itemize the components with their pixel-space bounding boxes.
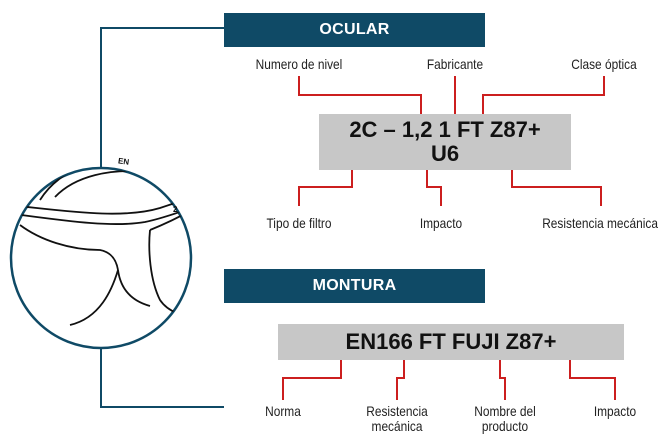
label-fabricante: Fabricante [426, 56, 484, 72]
label-impacto-montura: Impacto [593, 403, 637, 419]
label-nombre-producto-l1: Nombre del [474, 403, 536, 419]
ocular-code-line2: U6 [430, 141, 460, 166]
ocular-banner: OCULAR [224, 13, 485, 47]
lens-mark-en: EN [117, 156, 130, 167]
label-nombre-producto: Nombre del producto [467, 404, 544, 434]
montura-connectors [282, 360, 616, 400]
connector-nivel [298, 76, 422, 114]
label-impacto-ocular: Impacto [419, 215, 463, 231]
connector-impacto [426, 170, 442, 206]
ocular-code-line1: 2C – 1,2 1 FT Z87+ [349, 117, 541, 142]
bracket-line-top [100, 27, 224, 178]
label-numero-nivel: Numero de nivel [255, 56, 343, 72]
connector-impacto-montura [569, 360, 616, 400]
connector-nombre [499, 360, 506, 400]
montura-banner: MONTURA [224, 269, 485, 303]
glasses-illustration [9, 166, 193, 350]
connector-resistencia-montura [396, 360, 405, 400]
label-resistencia-montura-l1: Resistencia [366, 403, 428, 419]
label-nombre-producto-l2: producto [481, 418, 529, 434]
connector-clase [482, 76, 605, 114]
ocular-code-box: 2C – 1,2 1 FT Z87+ U6 [319, 114, 571, 170]
label-resistencia-montura-l2: mecánica [371, 418, 423, 434]
label-resistencia-montura: Resistencia mecánica [360, 404, 433, 434]
magnifier-circle [9, 166, 193, 350]
label-resistencia-mecanica: Resistencia mecánica [542, 215, 658, 231]
label-clase-optica: Clase óptica [571, 56, 637, 72]
connector-norma [282, 360, 342, 400]
montura-code-box: EN166 FT FUJI Z87+ [278, 324, 624, 360]
label-tipo-filtro: Tipo de filtro [266, 215, 332, 231]
label-norma: Norma [265, 403, 301, 419]
lens-mark-2: 2 [173, 205, 178, 214]
bracket-line-bottom [100, 340, 224, 408]
